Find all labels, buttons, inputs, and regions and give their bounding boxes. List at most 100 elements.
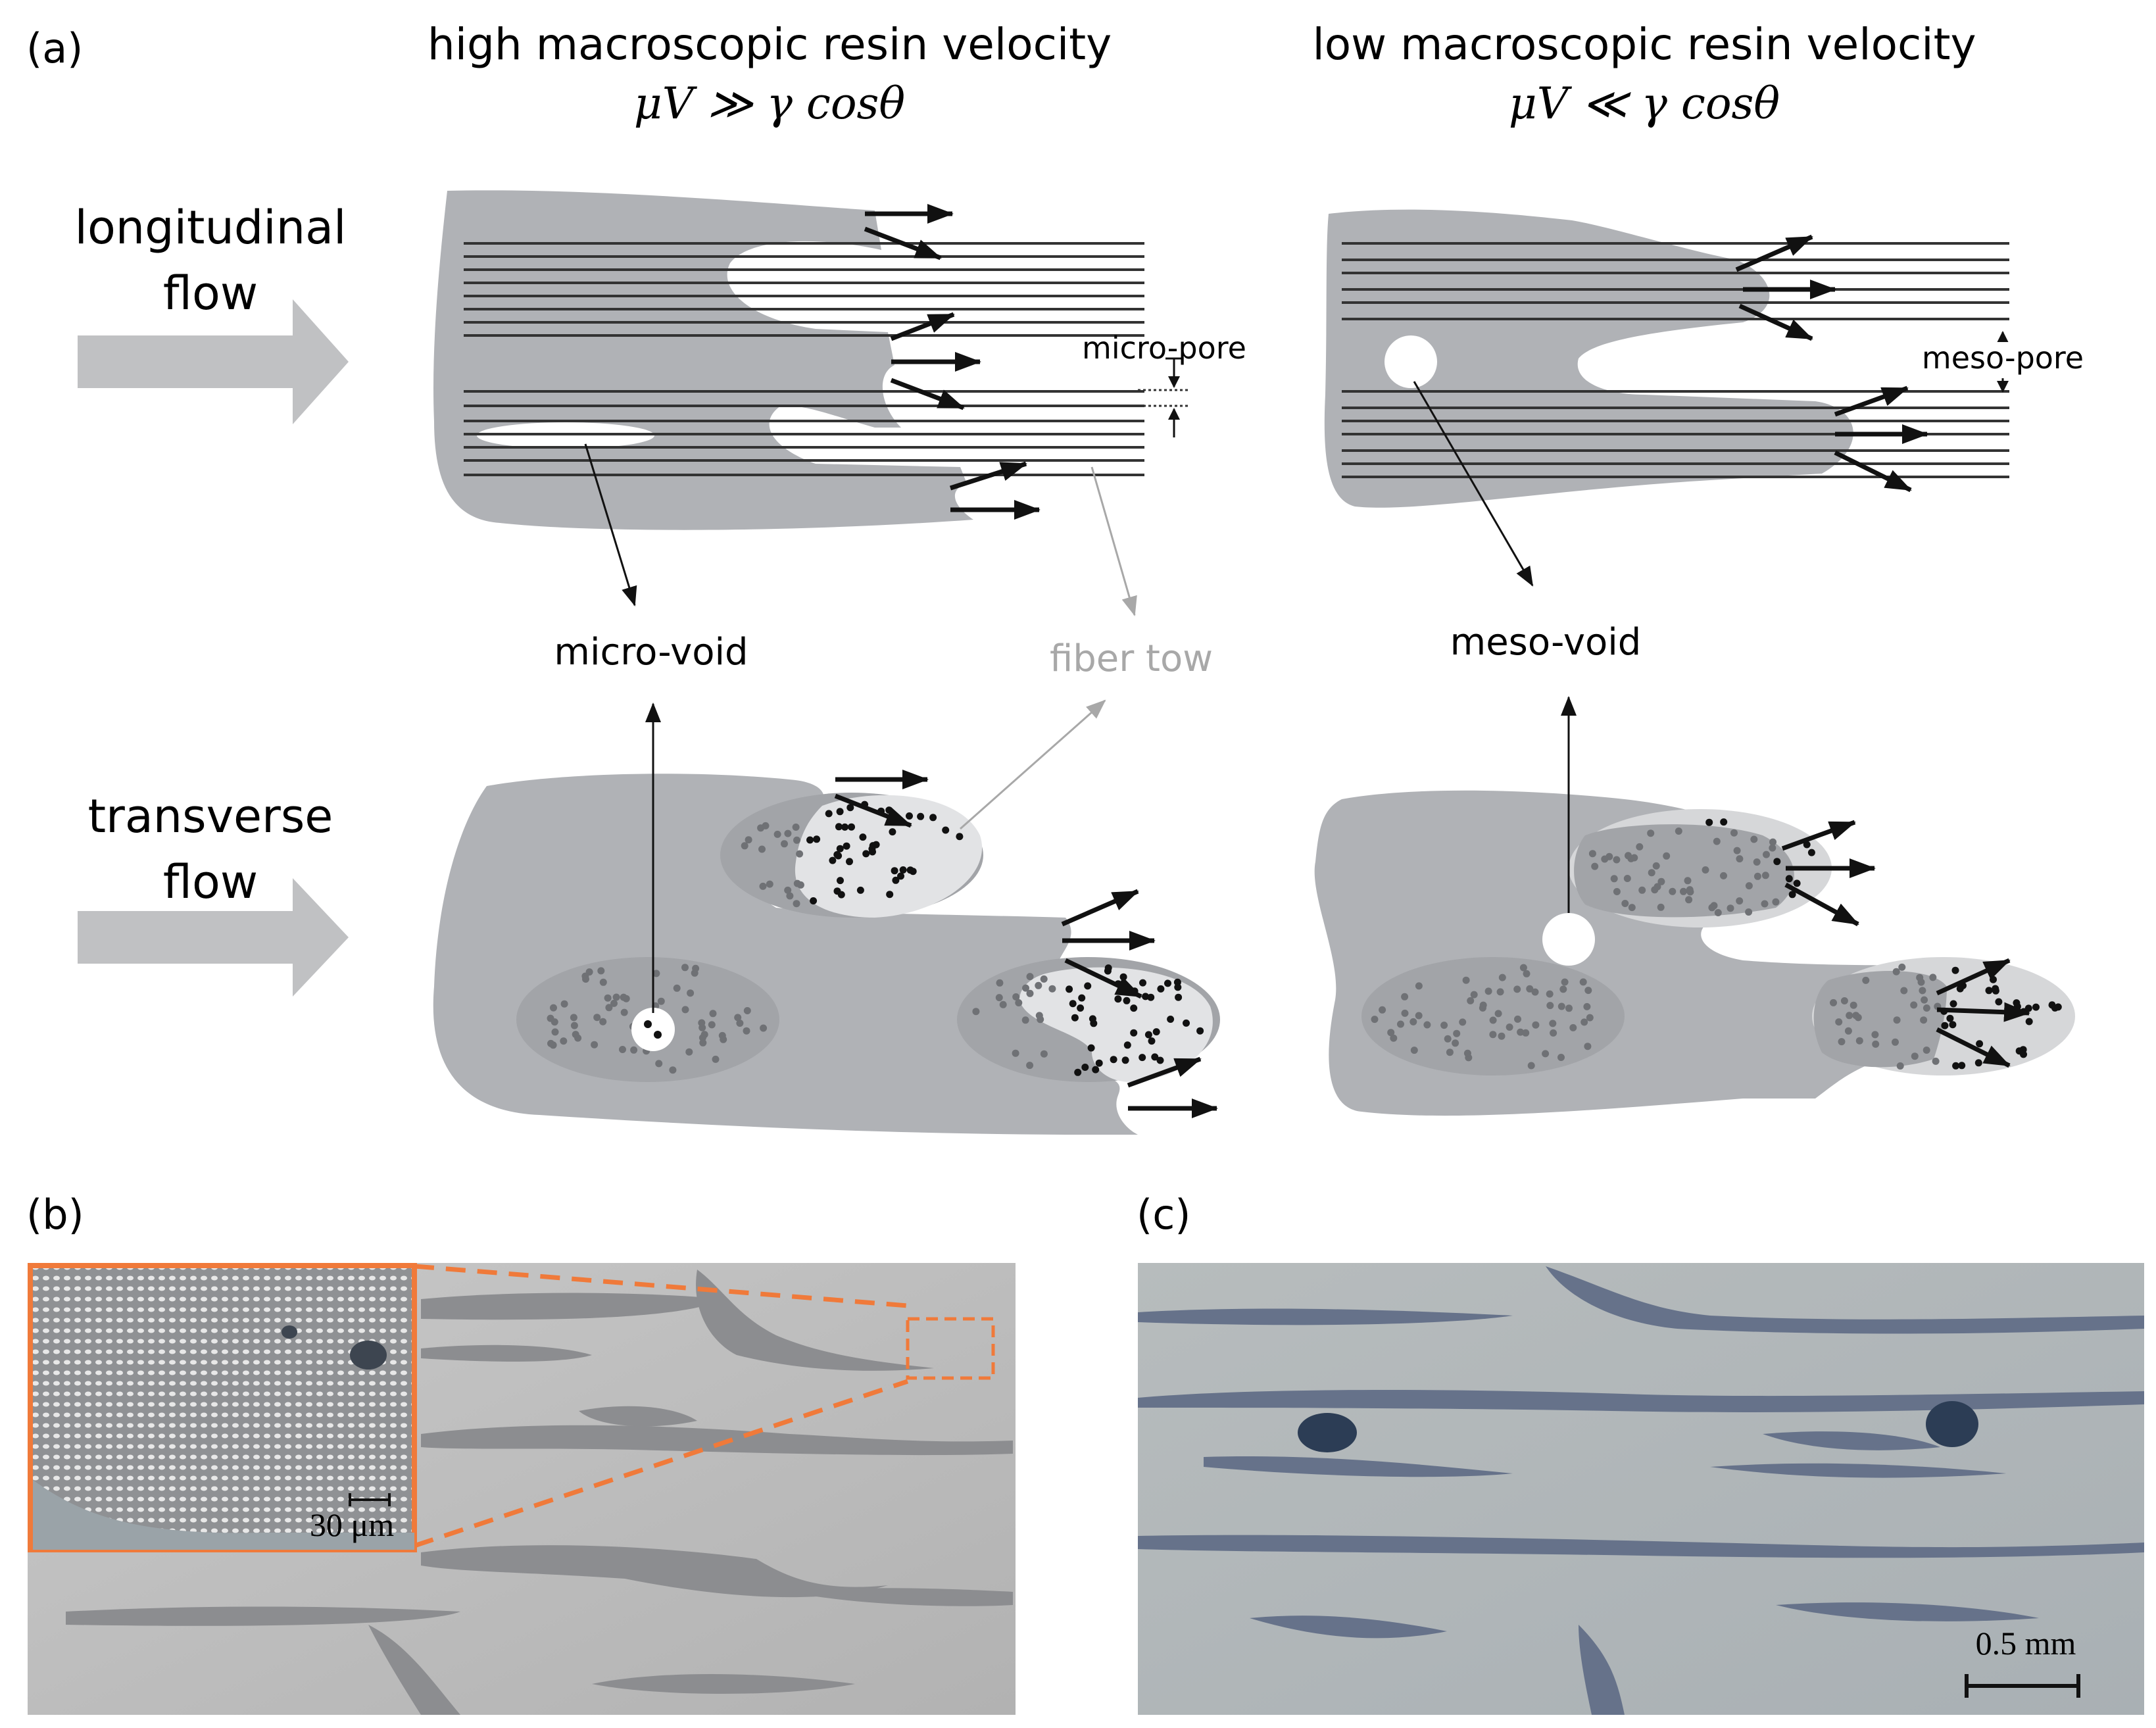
- fiber-dot: [1720, 872, 1727, 879]
- fiber-dot: [1139, 1054, 1146, 1062]
- resin-streak: [1250, 1616, 1447, 1639]
- fiber-dot: [743, 1027, 750, 1035]
- fiber-dot: [784, 829, 792, 837]
- meso-void-pointer: [1413, 381, 1534, 587]
- resin-streak: [1579, 1625, 1625, 1715]
- fiber-dot: [760, 1024, 768, 1032]
- fiber-dot: [1565, 1004, 1573, 1012]
- fiber-dot: [1769, 844, 1776, 852]
- fiber-dot: [1630, 854, 1638, 862]
- fiber-dot: [846, 858, 853, 866]
- resin-streak: [1138, 1390, 2144, 1412]
- fiber-dot: [1844, 1027, 1852, 1035]
- fiber-dot: [1613, 888, 1621, 895]
- meso-void-shape: [1384, 335, 1437, 388]
- resin-streak: [1710, 1463, 2006, 1478]
- fiber-dot: [1012, 1049, 1019, 1057]
- fiber-dot: [1761, 872, 1769, 879]
- fiber-dot: [551, 1028, 559, 1036]
- fiber-dot: [572, 1031, 579, 1039]
- fiber-dot: [1772, 898, 1780, 906]
- fiber-dot: [1584, 987, 1592, 995]
- fiber-dot: [837, 891, 845, 899]
- flow-arrow: [1064, 958, 1142, 999]
- fiber-dot: [1035, 1012, 1043, 1020]
- fiber-dot: [669, 1066, 677, 1074]
- fiber-dot: [1919, 987, 1926, 995]
- fiber-dot: [1910, 1001, 1918, 1009]
- fiber-dot: [1513, 985, 1521, 993]
- fiber-dot: [1588, 850, 1596, 858]
- fiber-dot: [1586, 1014, 1594, 1022]
- fiber-dot: [547, 1039, 554, 1047]
- fiber-dot: [1174, 983, 1182, 991]
- fiber-dot: [1862, 976, 1870, 984]
- fiber-dot: [1985, 987, 1993, 995]
- fiber-dot: [685, 1048, 693, 1056]
- high-velocity-title: high macroscopic resin velocity: [428, 19, 1112, 70]
- panel-label-a: (a): [26, 24, 83, 72]
- fiber-dot: [1911, 1052, 1919, 1060]
- fiber-dot: [1871, 1031, 1879, 1039]
- resin-streaks: [66, 1270, 1013, 1715]
- fiber-dot: [825, 810, 833, 818]
- fiber-dot: [1680, 887, 1687, 895]
- fiber-dot: [1855, 1037, 1863, 1045]
- fiber-dot: [1517, 1028, 1525, 1036]
- fiber-dot: [906, 866, 914, 874]
- resin-streak: [421, 1545, 888, 1598]
- fiber-dot: [1069, 1000, 1077, 1008]
- fiber-dot: [1958, 1062, 1966, 1070]
- meso-void-label: meso-void: [1450, 621, 1642, 664]
- fiber-dot: [1519, 964, 1527, 972]
- fiber-dot: [1769, 838, 1776, 846]
- fiber-dot: [630, 1046, 638, 1054]
- fiber-dot: [1685, 896, 1693, 904]
- meso-void-shape: [1542, 913, 1595, 966]
- fiber-dot: [1012, 993, 1020, 1000]
- fiber-dot: [1892, 968, 1900, 975]
- fiber-dot: [793, 879, 801, 887]
- fiber-dot: [1761, 900, 1769, 908]
- fiber-dot: [906, 812, 913, 820]
- resin-streak: [421, 1293, 723, 1320]
- fiber-dot: [1846, 1012, 1853, 1020]
- fiber-dot: [1022, 984, 1029, 992]
- fiber-dot: [1995, 998, 2003, 1006]
- fiber-dot: [786, 892, 794, 900]
- flow-arrow: [890, 312, 955, 341]
- fiber-dot: [1705, 818, 1713, 826]
- fiber-dot: [1048, 985, 1056, 993]
- fiber-dot: [687, 989, 695, 997]
- fiber-dot: [1462, 976, 1470, 984]
- fiber-tow-dry-region: [1019, 967, 1213, 1082]
- fiber-dot: [1390, 1034, 1398, 1042]
- fiber-dot: [1026, 1062, 1034, 1070]
- micro-void-shape: [631, 1008, 675, 1051]
- fiber-dot: [1591, 862, 1599, 870]
- fiber-dot: [1580, 1018, 1588, 1026]
- fiber-dot: [1669, 887, 1677, 895]
- fiber-tow: [1361, 957, 1625, 1075]
- fiber-dot: [1686, 886, 1694, 894]
- fiber-dot: [1623, 875, 1631, 882]
- fiber-dot: [1949, 1021, 1957, 1029]
- fiber-dot: [762, 822, 770, 829]
- fiber-dot: [560, 1000, 568, 1008]
- fiber-dot: [892, 876, 900, 884]
- fiber-dot: [813, 835, 821, 843]
- fiber-dot: [1763, 851, 1770, 858]
- fiber-dot: [1401, 1009, 1409, 1017]
- fiber-dot: [2025, 1018, 2033, 1025]
- fiber-dot: [1675, 827, 1682, 835]
- fiber-dot: [796, 850, 804, 858]
- fiber-dot: [1854, 1014, 1862, 1022]
- transverse-label: transverse: [88, 789, 333, 843]
- fiber-dot: [1522, 1029, 1530, 1037]
- fiber-dot: [891, 867, 898, 875]
- fiber-dot: [869, 848, 876, 856]
- fiber-dot: [1489, 1031, 1497, 1039]
- fiber-dot: [1114, 995, 1122, 1003]
- fiber-dot: [1148, 1037, 1156, 1045]
- transverse-flow-label: flow: [163, 855, 258, 909]
